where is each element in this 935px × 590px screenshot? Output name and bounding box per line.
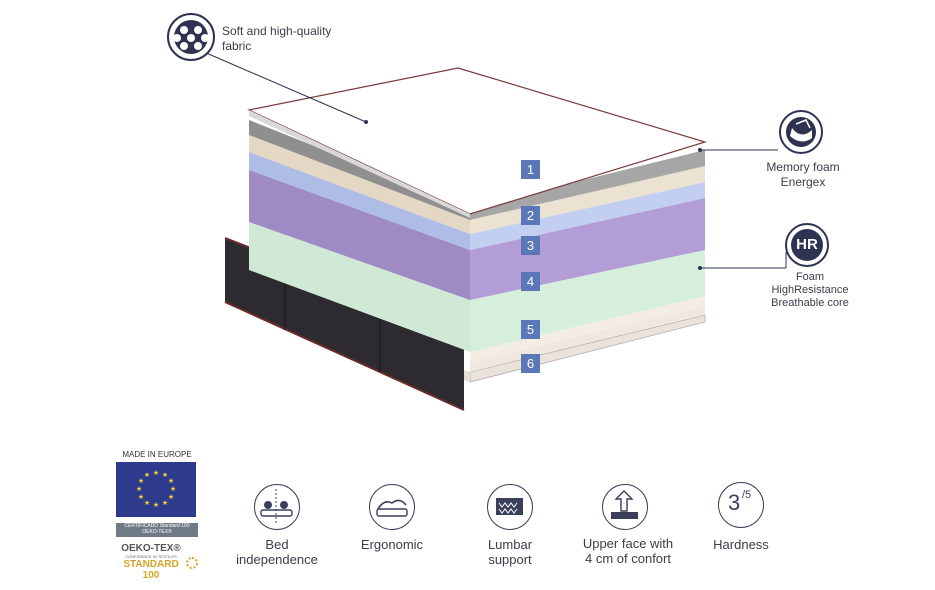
hr-foam-callout-line2: HighResistance (771, 284, 849, 296)
memory-foam-callout-line1: Memory foam (766, 160, 840, 174)
svg-text:★: ★ (153, 501, 159, 509)
feature-bed-independence-line1: Bed (265, 537, 289, 552)
fabric-callout-line1: Soft and high-quality (222, 24, 332, 38)
memory-foam-callout: Memory foam Energex (760, 160, 846, 190)
bed-independence-icon (254, 484, 300, 530)
svg-text:★: ★ (170, 485, 176, 493)
feature-bed-independence: Bed independence (222, 537, 332, 567)
feature-hardness-line1: Hardness (713, 537, 769, 552)
feature-ergonomic: Ergonomic (337, 537, 447, 552)
layer-gray (249, 120, 705, 220)
made-in-europe-label: MADE IN EUROPE (122, 450, 192, 459)
hr-foam-callout-line3: Breathable core (771, 297, 849, 309)
mattress-layers-diagram (167, 13, 829, 411)
layer-number-3: 3 (521, 236, 540, 255)
layer-number-5: 5 (521, 320, 540, 339)
fabric-callout-line2: fabric (222, 39, 252, 53)
layer-number-2: 2 (521, 206, 540, 225)
certificate-line1: CERTIFICADO Standard 100 (124, 523, 190, 529)
hr-foam-callout: Foam HighResistance Breathable core (760, 271, 860, 310)
feature-ergonomic-line1: Ergonomic (360, 537, 424, 552)
svg-text:★: ★ (168, 493, 174, 501)
feature-lumbar-support-line2: support (488, 552, 532, 567)
memory-foam-icon (779, 110, 823, 154)
feature-bed-independence-line2: independence (236, 552, 318, 567)
oeko-tex-brand: OEKO-TEX® (121, 543, 181, 554)
svg-text:★: ★ (138, 477, 144, 485)
ergonomic-icon (369, 484, 415, 530)
feature-lumbar-support-line1: Lumbar (487, 537, 533, 552)
hr-badge-icon (785, 223, 829, 267)
hardness-value: 3 (728, 490, 741, 515)
feature-upper-face: Upper face with 4 cm of confort (573, 536, 683, 566)
feature-upper-face-line2: 4 cm of confort (585, 551, 671, 566)
feature-hardness: Hardness (686, 537, 796, 552)
svg-text:★: ★ (162, 471, 168, 479)
eu-flag-icon: ★★★ ★★★ ★★★ ★★★ (116, 462, 196, 517)
memory-foam-callout-line2: Energex (780, 175, 826, 189)
svg-text:★: ★ (168, 477, 174, 485)
svg-text:★: ★ (153, 469, 159, 477)
oeko-tex-tagline: CONFIDENCE IN TEXTILES (125, 554, 177, 559)
hardness-icon: 3 /5 (718, 482, 764, 528)
svg-text:★: ★ (144, 499, 150, 507)
feature-upper-face-line1: Upper face with (582, 536, 674, 551)
svg-text:★: ★ (144, 471, 150, 479)
layer-blue (249, 152, 705, 250)
oeko-tex-standard: STANDARD 100 (123, 559, 179, 581)
hr-foam-callout-line1: Foam (795, 271, 825, 283)
fabric-callout-line (203, 51, 367, 123)
fabric-dots-icon (167, 13, 215, 61)
oeko-tex-sun-icon (186, 557, 198, 569)
layer-number-6: 6 (521, 354, 540, 373)
svg-text:★: ★ (138, 493, 144, 501)
upper-face-icon (602, 484, 648, 530)
hardness-scale: /5 (742, 489, 752, 501)
certificate-bar: CERTIFICADO Standard 100 OEKO-TEX® (116, 523, 198, 537)
layer-number-4: 4 (521, 272, 540, 291)
layer-number-1: 1 (521, 160, 540, 179)
hr-badge-text: HR (796, 236, 818, 253)
fabric-callout: Soft and high-quality fabric (222, 24, 331, 54)
layer-top-fabric (247, 67, 708, 218)
svg-text:★: ★ (136, 485, 142, 493)
feature-lumbar-support: Lumbar support (455, 537, 565, 567)
certificate-line2: OEKO-TEX® (142, 529, 172, 535)
lumbar-support-icon (487, 484, 533, 530)
svg-text:★: ★ (162, 499, 168, 507)
